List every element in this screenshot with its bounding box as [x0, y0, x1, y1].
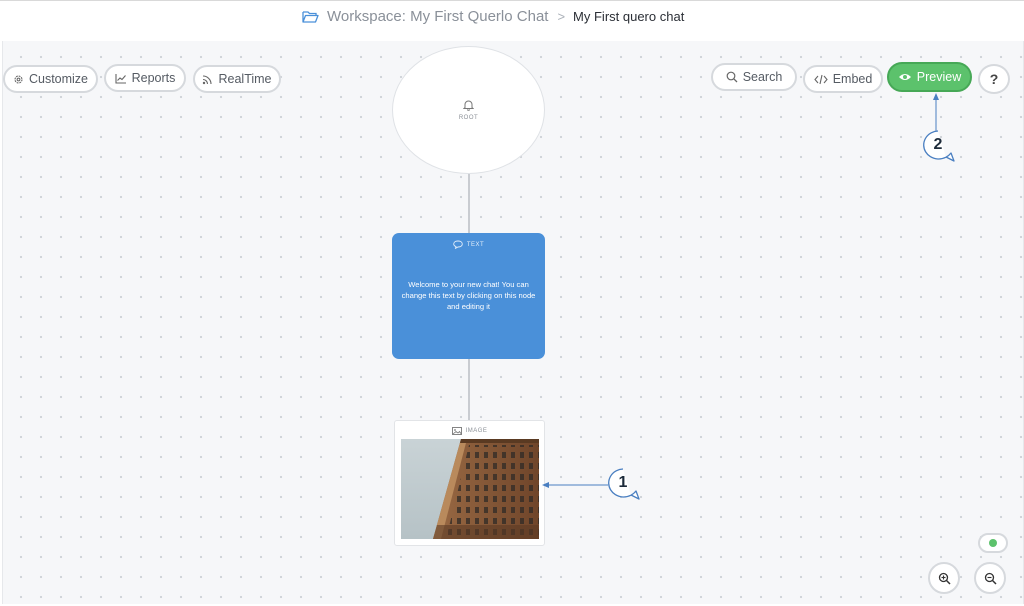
- rss-feed-icon: [203, 74, 213, 84]
- realtime-label: RealTime: [218, 72, 272, 86]
- zoom-in-button[interactable]: [928, 562, 960, 594]
- callout-1: 1: [607, 468, 640, 500]
- speech-bubble-icon: [453, 240, 463, 249]
- image-node-label: IMAGE: [465, 428, 488, 434]
- callout-2: 2: [922, 130, 955, 162]
- bell-icon: [463, 100, 474, 111]
- text-node[interactable]: TEXT Welcome to your new chat! You can c…: [392, 233, 545, 359]
- customize-label: Customize: [28, 72, 89, 86]
- annotation-arrow-1: [542, 482, 608, 488]
- code-icon: [813, 74, 828, 84]
- chat-name-breadcrumb: My First quero chat: [573, 9, 685, 24]
- help-button[interactable]: ?: [978, 64, 1010, 94]
- connector-text-image: [468, 359, 470, 420]
- connection-status-indicator: [978, 533, 1008, 553]
- search-button[interactable]: Search: [711, 63, 797, 91]
- status-dot: [989, 539, 997, 547]
- realtime-button[interactable]: RealTime: [193, 65, 281, 93]
- breadcrumb-separator: >: [557, 9, 566, 24]
- reports-label: Reports: [131, 71, 176, 85]
- embed-button[interactable]: Embed: [803, 65, 883, 93]
- workspace-breadcrumb-link[interactable]: Workspace: My First Querlo Chat: [327, 8, 549, 25]
- image-node-header: IMAGE: [395, 427, 544, 435]
- breadcrumb: Workspace: My First Querlo Chat > My Fir…: [302, 8, 684, 25]
- annotation-arrow-2: [933, 93, 939, 131]
- eye-icon: [898, 74, 911, 80]
- zoom-out-button[interactable]: [974, 562, 1006, 594]
- image-node[interactable]: IMAGE: [394, 420, 545, 546]
- zoom-out-icon: [984, 572, 997, 585]
- root-node[interactable]: ROOT: [392, 46, 545, 174]
- line-chart-icon: [115, 73, 126, 84]
- search-icon: [726, 71, 738, 83]
- help-label: ?: [989, 71, 999, 87]
- folder-open-icon: [302, 11, 319, 23]
- embed-label: Embed: [832, 72, 873, 86]
- preview-button[interactable]: Preview: [887, 62, 972, 92]
- gear-icon: [14, 74, 23, 84]
- search-label: Search: [742, 70, 783, 84]
- callout-1-number: 1: [618, 474, 628, 491]
- zoom-in-icon: [938, 572, 951, 585]
- text-node-message: Welcome to your new chat! You can change…: [401, 280, 536, 311]
- reports-button[interactable]: Reports: [104, 64, 186, 92]
- callout-2-number: 2: [933, 136, 943, 153]
- text-node-header: TEXT: [392, 240, 545, 249]
- root-node-label: ROOT: [458, 115, 479, 121]
- connector-root-text: [468, 174, 470, 233]
- image-icon: [451, 427, 462, 435]
- preview-label: Preview: [916, 70, 962, 84]
- top-bar: Workspace: My First Querlo Chat > My Fir…: [0, 0, 1024, 40]
- customize-button[interactable]: Customize: [3, 65, 98, 93]
- text-node-label: TEXT: [466, 241, 485, 248]
- building-photo: [401, 439, 539, 539]
